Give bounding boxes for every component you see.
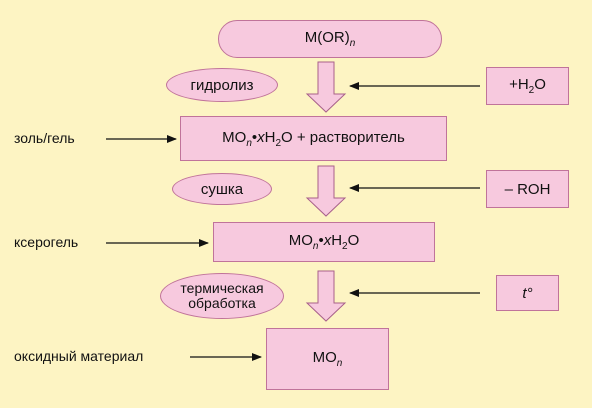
precursor-text: M(OR)n bbox=[304, 29, 356, 49]
drying-label: сушка bbox=[200, 180, 244, 198]
oxide-formula: MOn bbox=[312, 349, 343, 369]
xerogel-side-label: ксерогель bbox=[14, 234, 79, 250]
hydrolysis-node: гидролиз bbox=[166, 68, 278, 102]
xerogel-box: MOn•xH2O bbox=[213, 222, 435, 262]
solgel-box: MOn•xH2O + растворитель bbox=[180, 116, 447, 161]
roh-input-text: – ROH bbox=[504, 180, 551, 198]
hydrolysis-label: гидролиз bbox=[190, 76, 254, 94]
water-input-text: +H2O bbox=[509, 76, 546, 96]
thermal-label-line1: термическая bbox=[180, 280, 264, 296]
xerogel-formula: MOn•xH2O bbox=[288, 232, 360, 252]
solgel-formula: MOn•xH2O + растворитель bbox=[222, 128, 405, 149]
thermal-node: термическая обработка bbox=[160, 273, 284, 319]
flow-arrow-3 bbox=[305, 270, 347, 322]
temp-input-text: t° bbox=[522, 284, 533, 302]
flow-arrow-2 bbox=[305, 165, 347, 217]
drying-node: сушка bbox=[172, 173, 272, 205]
flow-arrow-1 bbox=[305, 61, 347, 113]
precursor-node: M(OR)n bbox=[218, 20, 442, 58]
water-input-box: +H2O bbox=[486, 67, 569, 105]
oxide-box: MOn bbox=[266, 328, 389, 390]
roh-input-box: – ROH bbox=[486, 170, 569, 208]
temp-input-box: t° bbox=[496, 275, 559, 311]
oxide-side-label: оксидный материал bbox=[14, 348, 144, 364]
solgel-side-label: золь/гель bbox=[14, 130, 75, 146]
thermal-label-line2: обработка bbox=[188, 295, 256, 311]
